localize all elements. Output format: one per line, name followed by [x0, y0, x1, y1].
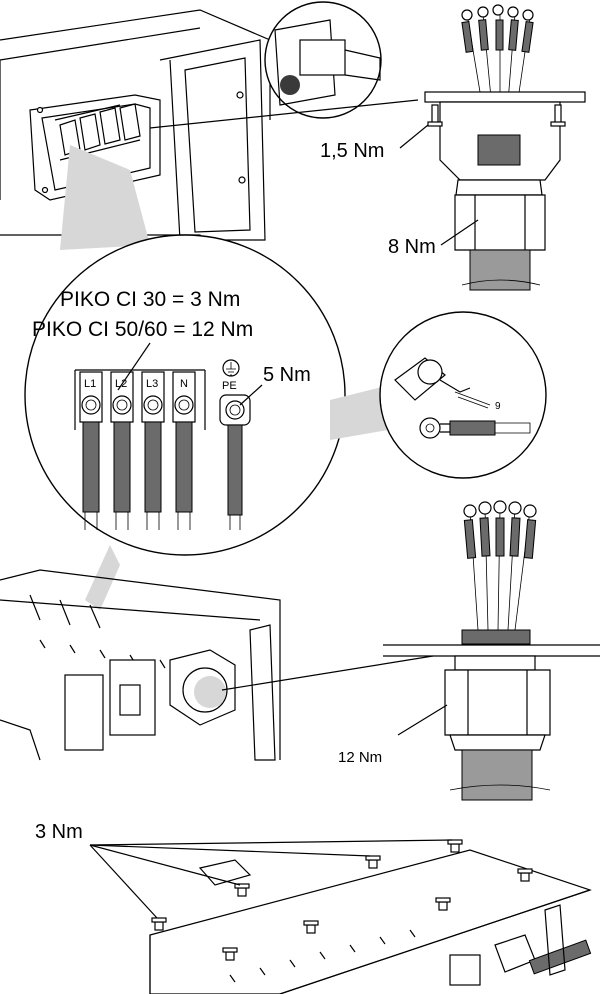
pe-label: PE	[222, 380, 237, 392]
cable-gland-torque-label: 12 Nm	[338, 749, 382, 766]
pe-torque-leader	[239, 384, 263, 406]
terminal-label-l3: L3	[146, 378, 158, 390]
cable-gland-leader	[397, 704, 448, 736]
terminal-block-group: L1 L2 L3 N	[74, 369, 206, 430]
terminal-torque-line2: PIKO CI 50/60 = 12 Nm	[32, 318, 253, 341]
crimp-tool-marker: 9	[495, 401, 501, 412]
top-cable-gland	[424, 4, 586, 291]
inverter-cover-bottom	[149, 849, 592, 994]
crimp-detail-callout: 9	[379, 311, 547, 479]
middle-cable-gland	[383, 500, 600, 801]
terminal-label-n: N	[180, 378, 188, 390]
top-wires	[461, 4, 534, 141]
terminal-label-l1: L1	[84, 378, 96, 390]
gland-nut-leader	[440, 219, 479, 246]
cover-screws	[151, 839, 533, 961]
gland-screw-torque-label: 1,5 Nm	[320, 140, 384, 162]
pe-torque-label: 5 Nm	[263, 364, 311, 386]
window-leader-line	[149, 99, 419, 129]
pe-terminal: PE	[219, 359, 251, 530]
terminal-torque-line1: PIKO CI 30 = 3 Nm	[60, 288, 240, 311]
phase-conductors	[82, 421, 193, 530]
cover-screw-torque-label: 3 Nm	[35, 821, 83, 843]
cover-screw-leaders	[89, 839, 453, 919]
connector-detail-callout	[264, 1, 382, 119]
terminal-callout: L1 L2 L3 N PE PIKO CI 30 = 3 Nm PIKO CI …	[24, 145, 390, 610]
inverter-housing-middle	[0, 569, 281, 761]
gland-nut-torque-label: 8 Nm	[388, 236, 436, 258]
gland-screw-leader	[399, 124, 429, 149]
terminal-torque-leader	[117, 342, 151, 391]
middle-gland-leader	[221, 655, 434, 691]
